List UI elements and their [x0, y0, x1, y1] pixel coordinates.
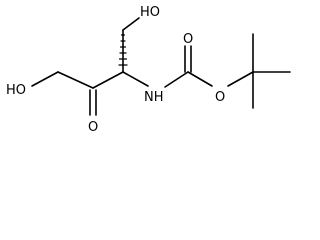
hashed-wedge-bond [118, 34, 128, 66]
atom-label-ho-left: HO [6, 83, 26, 98]
bond-nh-carbamate-c [164, 71, 189, 88]
bond-chiral-nh [122, 71, 149, 87]
atom-label-carbamate-o: O [183, 32, 193, 47]
atom-label-ketone-o: O [88, 120, 98, 135]
atom-label-ho-top: HO [140, 5, 160, 20]
bond-oh-top-ch2 [122, 17, 140, 31]
bond-ch2-left-oh [31, 71, 59, 87]
chemical-structure-diagram: HO HO O NH O O [6, 5, 291, 135]
atom-label-nh: NH [144, 90, 164, 105]
bond-carbamate-c-ester-o [187, 71, 213, 87]
bond-ketone-c-ch2-left [57, 71, 94, 89]
atom-label-ester-o: O [215, 90, 225, 105]
bond-ester-o-tbu [227, 71, 254, 87]
bond-chiral-ketone-c [92, 71, 124, 89]
